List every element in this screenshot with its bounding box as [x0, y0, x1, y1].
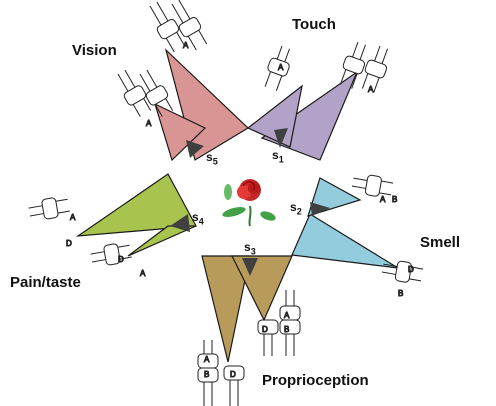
- vision-connector-2: [171, 0, 208, 51]
- vision-connector-4: [139, 69, 174, 117]
- smell-connector-2: [381, 260, 424, 283]
- label-vision: Vision: [72, 42, 117, 59]
- sensor-s3-marker: [242, 258, 258, 276]
- connector-icons: A A A A: [28, 0, 424, 406]
- pain-port-d: D: [66, 239, 72, 248]
- prop-port-d2: D: [262, 325, 268, 334]
- touch-arm: [246, 70, 359, 161]
- touch-port-a2: A: [368, 85, 374, 94]
- sensor-label-s1: s1: [272, 148, 284, 164]
- smell-port-a: A: [380, 195, 386, 204]
- sensor-label-s2: s2: [290, 200, 302, 216]
- smell-arm: [291, 177, 399, 269]
- vision-connector-3: [117, 69, 152, 117]
- vision-arm: [154, 48, 249, 162]
- pain-connector-1: [28, 197, 70, 220]
- touch-connector-3: [361, 45, 388, 93]
- sensor-s2-base: s: [290, 200, 297, 214]
- proprioception-arm: [201, 255, 293, 363]
- sensor-s4-index: 4: [198, 216, 204, 227]
- prop-port-b2: B: [284, 325, 289, 334]
- sensor-s3-index: 3: [250, 246, 256, 257]
- vision-connector-1: [149, 1, 186, 53]
- proprioception-connector-1: [197, 340, 219, 406]
- touch-triangle-small: [246, 84, 303, 148]
- sensor-s2-index: 2: [296, 206, 302, 217]
- sensor-s1-base: s: [272, 148, 279, 162]
- sensor-s3-base: s: [244, 240, 251, 254]
- touch-connector-2: [339, 41, 366, 89]
- smell-port-b: B: [392, 195, 397, 204]
- sensor-s2-marker: [310, 202, 330, 216]
- proprioception-connector-3: [257, 290, 301, 356]
- pain-port-a2: A: [140, 269, 146, 278]
- prop-port-a2: A: [284, 311, 290, 320]
- proprioception-triangle-large: [201, 255, 251, 363]
- sensor-s4-base: s: [192, 210, 199, 224]
- proprioception-connector-2: [223, 365, 245, 406]
- vision-port-a: A: [183, 41, 189, 50]
- pain-triangle-large: [75, 173, 197, 237]
- proprioception-triangle-small: [231, 255, 293, 322]
- prop-port-b: B: [204, 370, 209, 379]
- sensor-label-s4: s4: [192, 210, 204, 226]
- sensor-label-s5: s5: [206, 150, 218, 166]
- smell-connector-1: [351, 174, 394, 197]
- sensor-s1-marker: [274, 128, 288, 148]
- sensor-s5-marker: [186, 140, 204, 158]
- rose-icon: [222, 179, 276, 227]
- sensor-s5-base: s: [206, 150, 213, 164]
- pain-port-d2: D: [118, 255, 124, 264]
- pain-taste-arm: [75, 173, 197, 257]
- sensor-s1-index: 1: [278, 154, 284, 165]
- label-smell: Smell: [420, 234, 461, 251]
- label-proprioception: Proprioception: [262, 372, 369, 389]
- sensor-s4-marker: [170, 214, 190, 232]
- prop-port-d: D: [230, 370, 236, 379]
- pain-port-a: A: [70, 213, 76, 222]
- smell-port-b2: B: [398, 289, 403, 298]
- touch-port-a: A: [278, 63, 284, 72]
- touch-connector-1: [264, 45, 290, 91]
- label-touch: Touch: [292, 16, 336, 33]
- sensor-s5-index: 5: [212, 156, 218, 167]
- smell-triangle-large: [291, 213, 399, 269]
- label-pain-taste: Pain/taste: [10, 274, 81, 291]
- pain-connector-2: [90, 243, 132, 266]
- smell-port-d: D: [408, 265, 414, 274]
- prop-port-a: A: [204, 355, 210, 364]
- vision-port-a2: A: [146, 119, 152, 128]
- vision-triangle-large: [164, 48, 249, 161]
- sensor-label-s3: s3: [244, 240, 256, 256]
